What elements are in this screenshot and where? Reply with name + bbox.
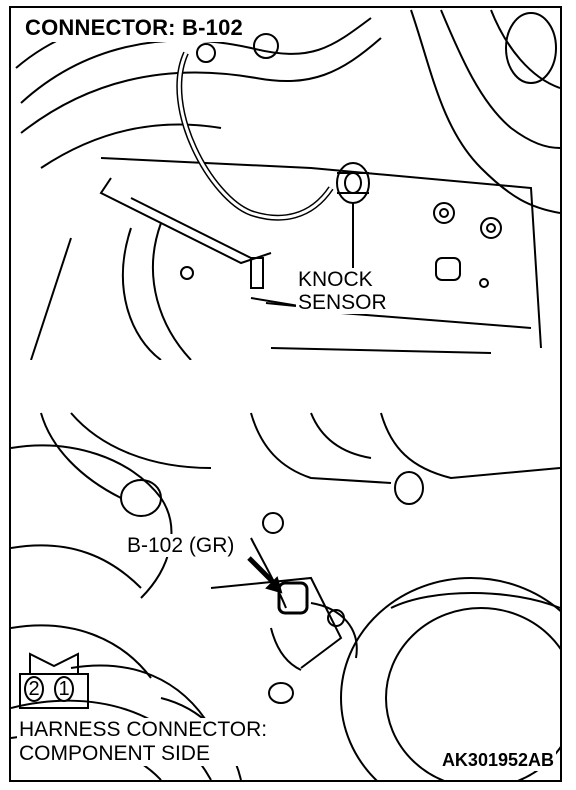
knock-sensor-label: KNOCK SENSOR xyxy=(296,268,389,314)
connector-location-label: B-102 (GR) xyxy=(125,534,237,557)
connector-pin-2: 2 xyxy=(24,676,44,702)
connector-symbol-icon xyxy=(19,652,89,709)
knock-sensor-label-line1: KNOCK xyxy=(298,268,373,291)
harness-caption-line1: HARNESS CONNECTOR: xyxy=(19,718,268,741)
harness-caption-line2: COMPONENT SIDE xyxy=(19,742,210,765)
knock-sensor-label-line2: SENSOR xyxy=(298,291,387,314)
connector-pin-1: 1 xyxy=(54,676,74,702)
harness-connector-caption: HARNESS CONNECTOR: COMPONENT SIDE xyxy=(17,718,270,766)
figure-frame xyxy=(9,6,562,782)
engine-illustration-bottom xyxy=(11,408,560,780)
figure-code: AK301952AB xyxy=(439,750,556,771)
engine-illustration-top xyxy=(11,8,560,360)
page-title: CONNECTOR: B-102 xyxy=(22,14,246,42)
